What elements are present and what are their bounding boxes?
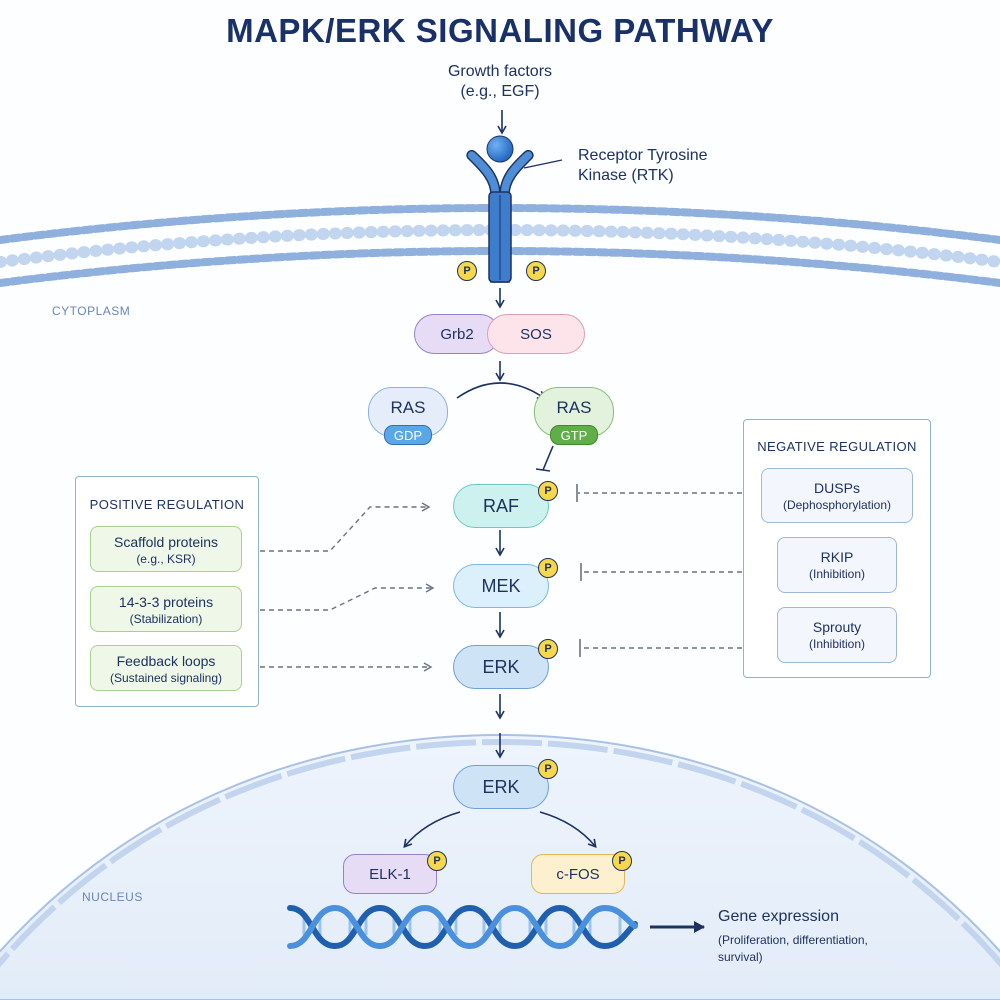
positive-item-14-3-3: 14-3-3 proteins (Stabilization) [90,586,242,632]
positive-item-detail: (Sustained signaling) [109,671,223,685]
negative-item-detail: (Inhibition) [808,567,866,581]
positive-item-name: Scaffold proteins [113,534,219,550]
gdp-badge: GDP [384,425,432,445]
arrow-erk-elk1 [403,811,461,849]
erk-nucleus-phospho: P [538,759,558,779]
positive-regulation-panel: POSITIVE REGULATION Scaffold proteins (e… [75,476,259,707]
erk-cytoplasm-node: ERK [453,645,549,689]
mek-node: MEK [453,564,549,608]
positive-arrow-raf [260,502,431,552]
rtk-receptor-shape [466,135,534,283]
positive-arrow-mek [260,583,435,611]
negative-regulation-title: NEGATIVE REGULATION [757,439,917,454]
growth-factor-ligand [486,135,514,163]
cfos-node: c-FOS [531,854,625,894]
gene-expression-title: Gene expression [718,908,839,925]
positive-item-detail: (Stabilization) [129,612,203,626]
rtk-phospho-right: P [526,261,546,281]
ras-gtp-node: RAS [534,387,614,437]
receptor-name-line2: Kinase (RTK) [578,167,674,184]
negative-item-name: DUSPs [814,480,860,496]
positive-item-detail: (e.g., KSR) [136,552,196,566]
positive-item-name: 14-3-3 proteins [118,594,214,610]
nucleus-label: NUCLEUS [82,890,143,904]
negative-item-dusps: DUSPs (Dephosphorylation) [761,468,913,523]
positive-item-feedback: Feedback loops (Sustained signaling) [90,645,242,691]
negative-item-rkip: RKIP (Inhibition) [777,537,897,593]
rtk-phospho-left: P [457,261,477,281]
gene-expression-outcomes-line1: (Proliferation, differentiation, [718,933,868,947]
negative-item-name: RKIP [820,549,854,565]
negative-item-detail: (Dephosphorylation) [782,498,892,512]
elk1-node: ELK-1 [343,854,437,894]
page-title: MAPK/ERK SIGNALING PATHWAY [226,12,774,49]
negative-item-name: Sprouty [812,619,862,635]
grb2-node: Grb2 [414,314,500,354]
positive-regulation-title: POSITIVE REGULATION [89,497,245,512]
positive-item-scaffold: Scaffold proteins (e.g., KSR) [90,526,242,572]
dna-strand-b [287,904,638,950]
ras-to-raf-link [542,445,554,471]
arrow-erk-cfos [539,811,597,849]
raf-node: RAF [453,484,549,528]
positive-item-name: Feedback loops [116,653,216,669]
cytoplasm-label: CYTOPLASM [52,304,131,318]
negative-regulation-panel: NEGATIVE REGULATION DUSPs (Dephosphoryla… [743,419,931,678]
ras-to-raf-bar [535,468,551,472]
raf-phospho: P [538,481,558,501]
mek-phospho: P [538,558,558,578]
cfos-phospho: P [612,851,632,871]
erk-cytoplasm-phospho: P [538,639,558,659]
elk1-phospho: P [427,851,447,871]
dna-helix [287,904,638,950]
growth-factors-name: Growth factors [447,63,553,80]
gtp-badge: GTP [550,425,598,445]
erk-nucleus-node: ERK [453,765,549,809]
rtk-label-leader [523,159,563,169]
gene-expression-outcomes-line2: survival) [718,950,763,964]
negative-item-detail: (Inhibition) [808,637,866,651]
growth-factors-example: (e.g., EGF) [460,83,540,100]
receptor-label: Receptor Tyrosine Kinase (RTK) [578,146,708,186]
receptor-name-line1: Receptor Tyrosine [578,147,708,164]
sos-node: SOS [487,314,585,354]
growth-factors-label: Growth factors (e.g., EGF) [400,62,600,102]
arrow-ras-activation [456,382,547,400]
gene-expression-outcomes: (Proliferation, differentiation, surviva… [718,932,868,966]
negative-item-sprouty: Sprouty (Inhibition) [777,607,897,663]
